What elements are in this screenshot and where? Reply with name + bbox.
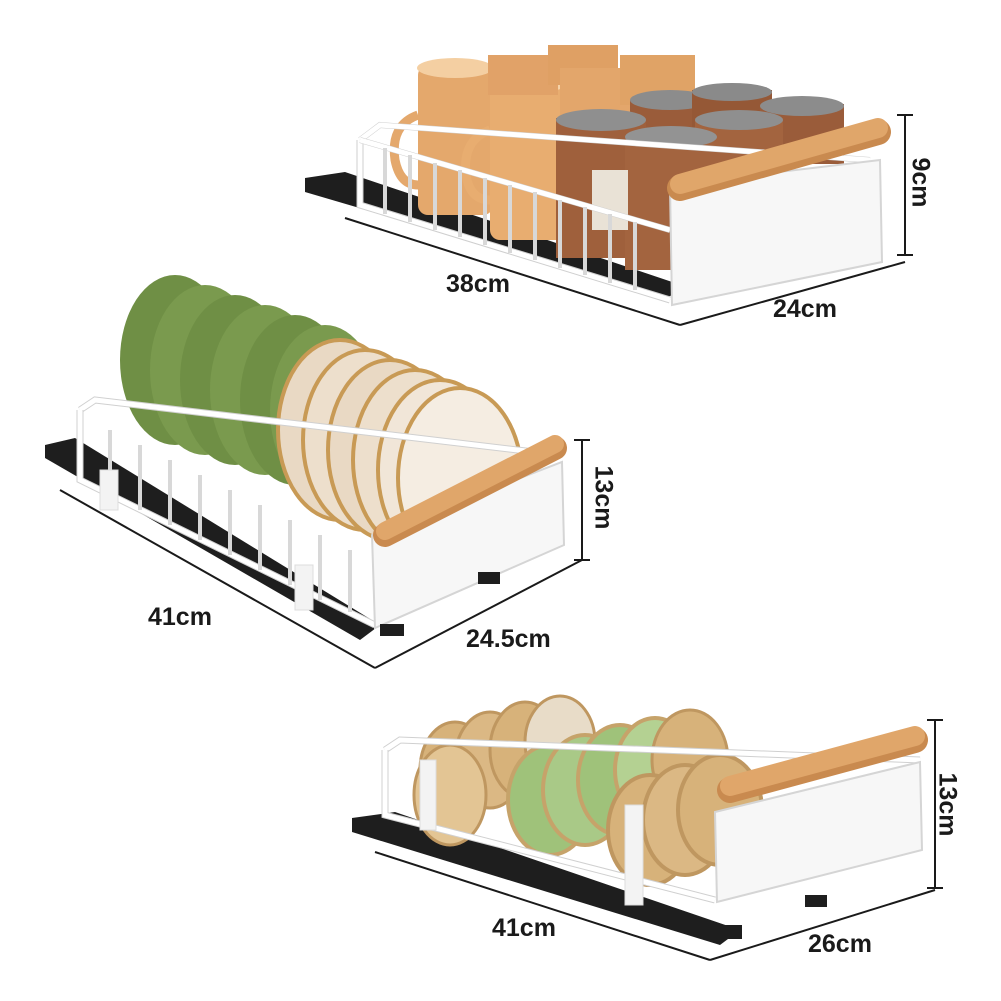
top-rack-width-label: 24cm [773,295,837,323]
middle-rack-length-label: 41cm [148,603,212,631]
bottom-rack-bowls [412,694,764,887]
bottom-rack-foot [805,895,827,907]
middle-rack-handle [373,435,567,547]
top-rack-handle [667,118,891,201]
top-rack-basket [356,121,871,304]
middle-rack-basket [76,396,561,629]
bottom-rack-front-panel [713,760,924,904]
bottom-rack [352,694,928,945]
bottom-rack-basket [381,736,921,906]
middle-rack-foot [380,624,404,636]
middle-rack [45,275,567,640]
middle-rack-height-label: 13cm [589,465,618,530]
bottom-rack-foot [720,925,742,939]
middle-rack-foot [478,572,500,584]
top-rack-height-label: 9cm [906,157,935,208]
bottom-rack-handle [717,726,928,803]
bottom-rack-height-label: 13cm [933,772,962,837]
middle-rack-width-label: 24.5cm [466,625,551,653]
top-rack-length-label: 38cm [446,270,510,298]
bottom-rack-width-label: 26cm [808,930,872,958]
bottom-rack-length-label: 41cm [492,914,556,942]
top-rack [305,45,891,307]
dimension-lines [59,114,943,961]
top-rack-front-panel [668,158,884,307]
